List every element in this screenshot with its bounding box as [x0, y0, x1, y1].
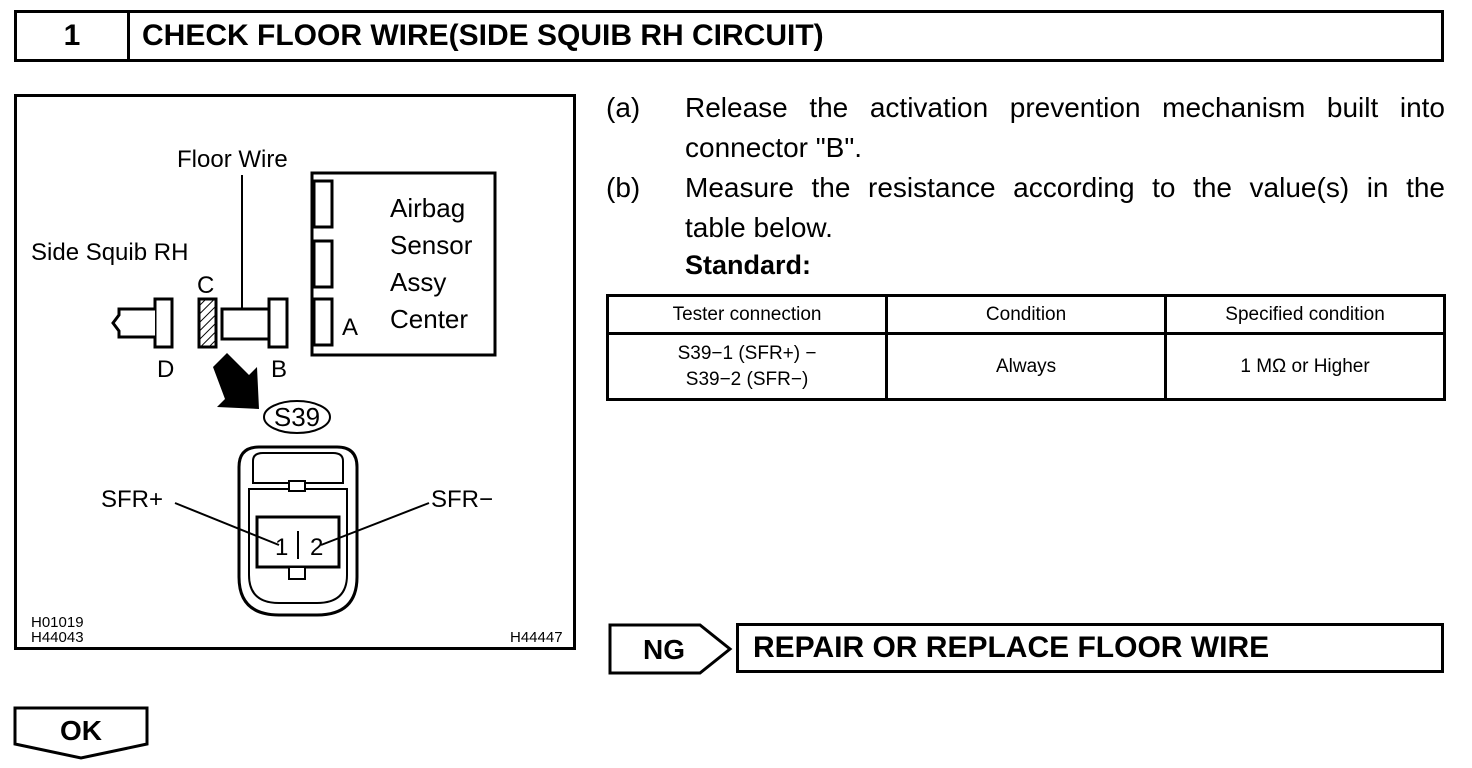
floor-wire-harness	[220, 307, 274, 341]
pin-2-label: 2	[310, 534, 323, 561]
spec-table: Tester connection Condition Specified co…	[605, 294, 1446, 401]
figure-code-1: H01019	[31, 614, 84, 631]
step-b-line-1: Measure the resistance according to the …	[685, 172, 1445, 203]
pin-1-label: 1	[275, 534, 288, 561]
table-cell-specified: 1 MΩ or Higher	[1164, 332, 1446, 401]
latch-key	[288, 480, 306, 492]
ok-label: OK	[60, 715, 102, 746]
table-cell-tester: S39−1 (SFR+) − S39−2 (SFR−)	[605, 332, 889, 401]
standard-label: Standard:	[685, 250, 812, 280]
bottom-key	[288, 566, 306, 580]
table-header-condition: Condition	[885, 294, 1168, 335]
connector-a-shape	[312, 297, 334, 347]
connector-diagram: Airbag Sensor Assy Center A Floor Wire B…	[14, 94, 576, 650]
airbag-label-4: Center	[390, 304, 468, 334]
connector-d-label: D	[157, 356, 174, 383]
figure-code-2: H44043	[31, 629, 84, 646]
step-b-letter: (b)	[606, 172, 641, 203]
connector-b-label: B	[271, 356, 287, 383]
arrow-icon	[213, 353, 259, 409]
sfr-plus-leader	[174, 502, 280, 546]
sfr-minus-label: SFR−	[431, 486, 493, 513]
connector-a-label: A	[342, 314, 358, 341]
sfr-minus-leader	[320, 502, 430, 546]
ng-action-text: REPAIR OR REPLACE FLOOR WIRE	[753, 631, 1270, 664]
step-header: 1 CHECK FLOOR WIRE(SIDE SQUIB RH CIRCUIT…	[14, 10, 1444, 62]
airbag-label-2: Sensor	[390, 230, 473, 260]
ok-arrow: OK	[13, 706, 149, 760]
sensor-pin-1	[312, 179, 334, 229]
ng-label: NG	[643, 634, 685, 665]
table-header-tester: Tester connection	[605, 294, 889, 335]
floor-wire-label: Floor Wire	[177, 146, 288, 173]
table-cell-condition: Always	[885, 332, 1168, 401]
connector-id-label: S39	[274, 402, 320, 432]
step-number: 1	[17, 13, 130, 59]
connector-d-shape	[153, 297, 174, 349]
step-a-letter: (a)	[606, 92, 641, 123]
connector-c-label: C	[197, 272, 214, 299]
connector-c-shape	[197, 297, 218, 349]
connector-b-shape	[267, 297, 289, 349]
tester-line-2: S39−2 (SFR−)	[685, 368, 809, 390]
ng-action-box: REPAIR OR REPLACE FLOOR WIRE	[736, 623, 1444, 673]
connector-id-ellipse	[263, 400, 331, 434]
ng-arrow: NG	[608, 623, 733, 675]
side-squib-label: Side Squib RH	[31, 239, 188, 266]
step-title: CHECK FLOOR WIRE(SIDE SQUIB RH CIRCUIT)	[142, 19, 824, 52]
step-a-line-1: Release the activation prevention mechan…	[685, 92, 1445, 123]
table-header-row: Tester connection Condition Specified co…	[605, 294, 1446, 335]
airbag-label-3: Assy	[390, 267, 446, 297]
side-squib-body	[111, 307, 155, 339]
step-a-line-2: connector "B".	[685, 132, 863, 163]
table-header-specified: Specified condition	[1164, 294, 1446, 335]
sensor-pin-2	[312, 239, 334, 289]
step-b-line-2: table below.	[685, 212, 833, 243]
connector-latch	[252, 452, 344, 484]
diagram-svg: Airbag Sensor Assy Center A Floor Wire B…	[31, 146, 563, 646]
table-row: S39−1 (SFR+) − S39−2 (SFR−) Always 1 MΩ …	[605, 332, 1446, 401]
airbag-label-1: Airbag	[390, 193, 465, 223]
tester-line-1: S39−1 (SFR+) −	[677, 342, 817, 364]
airbag-sensor-box	[310, 171, 497, 357]
figure-code-3: H44447	[510, 629, 563, 646]
sfr-plus-label: SFR+	[101, 486, 163, 513]
